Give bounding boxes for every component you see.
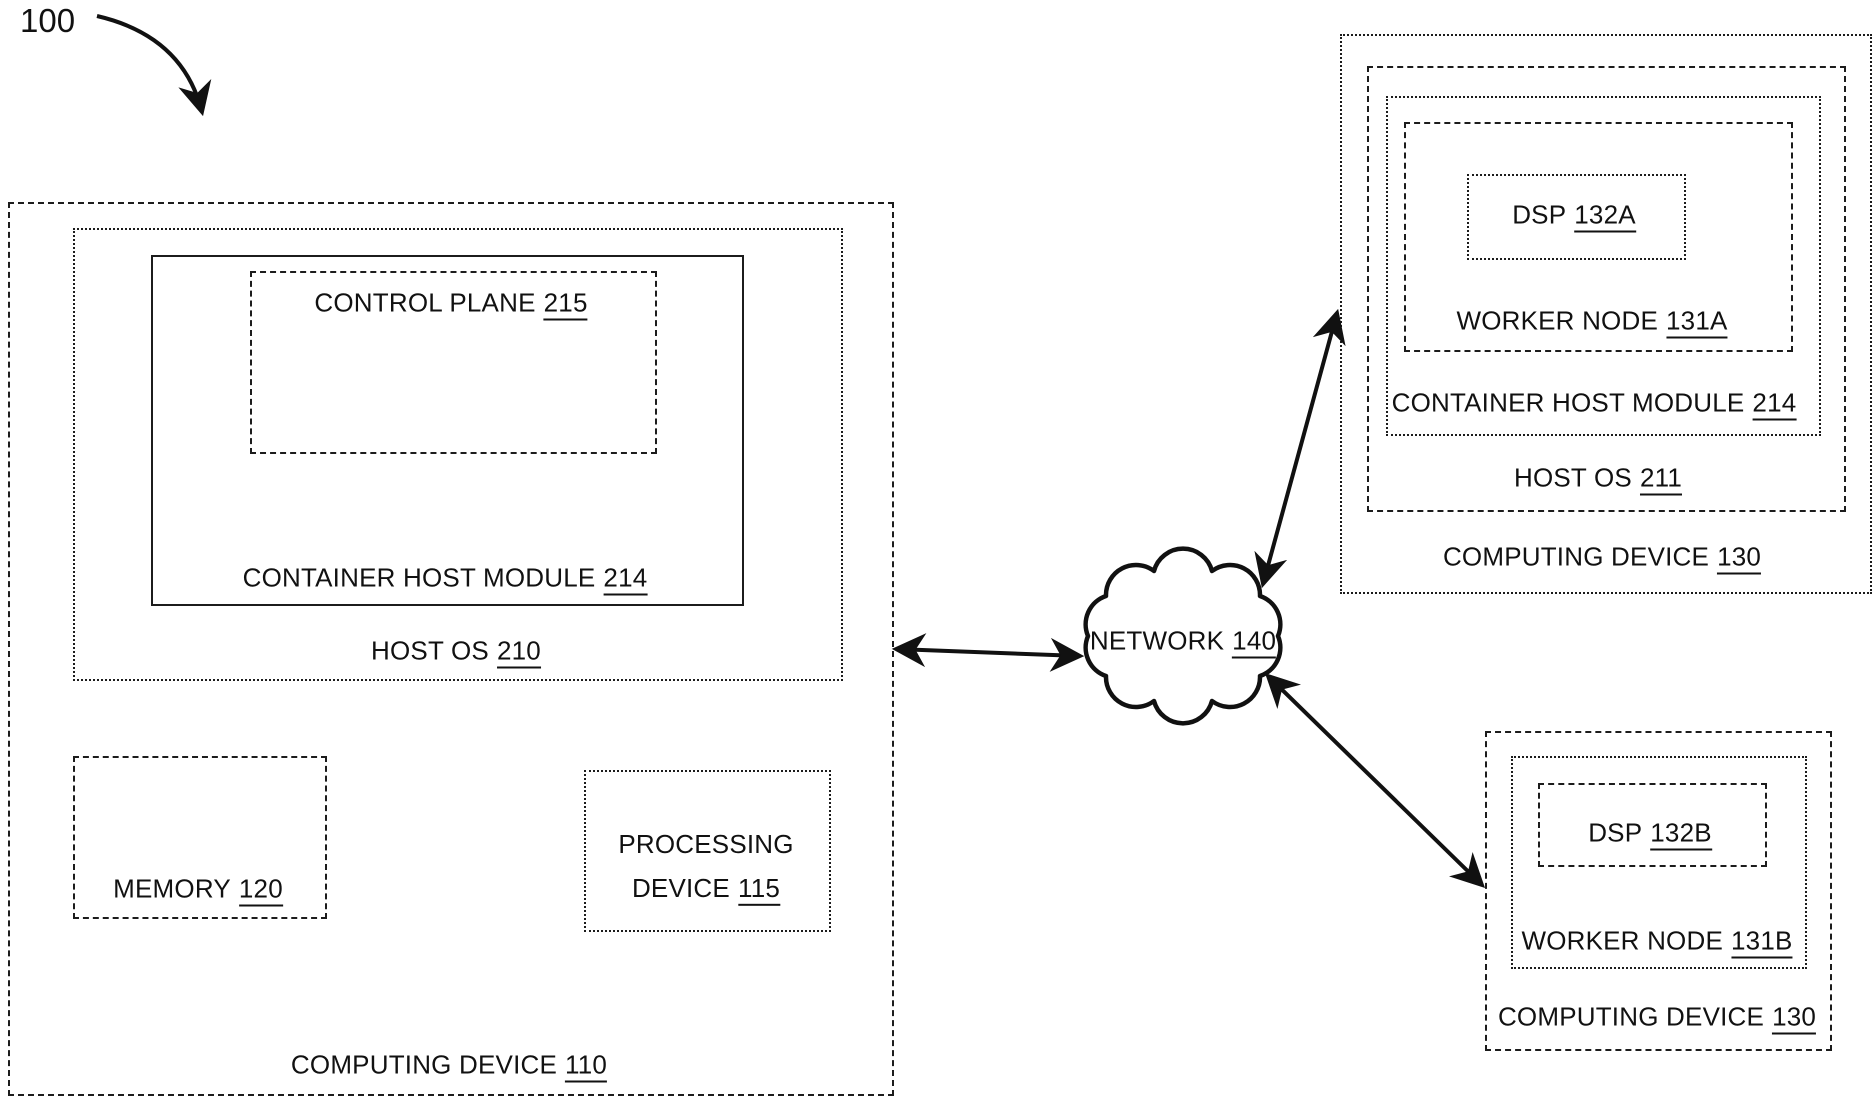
- figure-number: 100: [20, 2, 76, 39]
- dsp-132b-box: [1538, 783, 1767, 867]
- host-os-210-box: [73, 228, 843, 681]
- memory-120-box: [73, 756, 327, 919]
- figure-number-lead-arrow: [96, 14, 212, 117]
- computing-device-130-bottom-box: [1485, 731, 1832, 1051]
- worker-node-131a-box: [1404, 122, 1793, 352]
- dsp-132a-box: [1467, 174, 1686, 260]
- network-link-arrow-left: [891, 633, 1085, 672]
- processing-device-115-box: [584, 770, 831, 932]
- container-host-module-214-right-box: [1386, 96, 1821, 436]
- network-cloud-shape: [1083, 546, 1283, 726]
- worker-node-131b-box: [1511, 756, 1807, 969]
- container-host-module-214-left-box: [151, 255, 744, 606]
- host-os-211-box: [1367, 66, 1846, 512]
- network-link-arrow-bottom-right: [1264, 673, 1486, 888]
- control-plane-215-box: [250, 271, 657, 454]
- network-link-arrow-top-right: [1254, 308, 1346, 589]
